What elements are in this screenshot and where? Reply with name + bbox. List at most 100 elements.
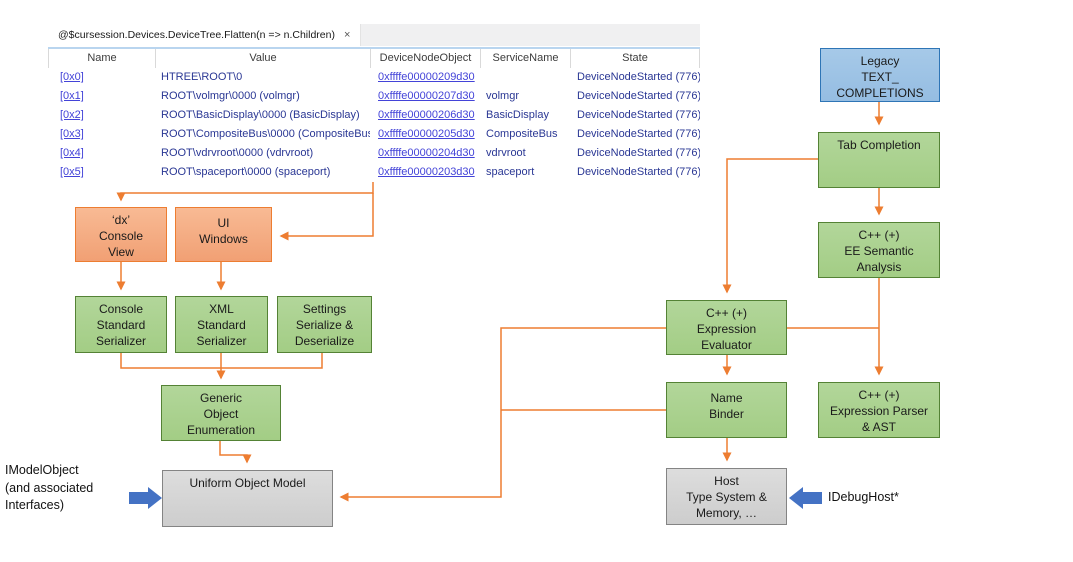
servicename-cell: volmgr xyxy=(486,90,520,102)
label-line: (and associated xyxy=(5,480,94,495)
tab-device-tree[interactable]: @$cursession.Devices.DeviceTree.Flatten(… xyxy=(48,24,362,46)
box-label: Console xyxy=(98,229,144,243)
box-expression-parser-ast: C++ (+) Expression Parser & AST xyxy=(818,382,940,438)
value-cell: ROOT\vdrvroot\0000 (vdrvroot) xyxy=(161,147,314,159)
state-cell: DeviceNodeStarted (776) xyxy=(577,90,700,102)
servicename-cell: vdrvroot xyxy=(486,147,526,159)
box-label: Standard xyxy=(197,318,246,332)
devicenode-link[interactable]: 0xffffe00000204d30 xyxy=(378,147,475,159)
name-link[interactable]: [0x0] xyxy=(60,71,84,83)
box-label: UI xyxy=(217,216,230,230)
box-label: Uniform Object Model xyxy=(189,476,306,490)
box-label: Legacy xyxy=(860,54,900,68)
box-tab-completion: Tab Completion xyxy=(818,132,940,188)
state-cell: DeviceNodeStarted (776) xyxy=(577,109,700,121)
box-legacy-text-completions: Legacy TEXT_ COMPLETIONS xyxy=(820,48,940,102)
box-label: C++ (+) xyxy=(858,388,900,402)
box-label: Evaluator xyxy=(701,338,752,352)
servicename-cell: spaceport xyxy=(486,166,535,178)
box-ui-windows: UI Windows xyxy=(175,207,272,262)
table-row: [0x3] ROOT\CompositeBus\0000 (CompositeB… xyxy=(48,125,700,144)
state-cell: DeviceNodeStarted (776) xyxy=(577,128,700,140)
box-label: Type System & xyxy=(686,490,767,504)
box-label: Binder xyxy=(709,407,744,421)
table-row: [0x5] ROOT\spaceport\0000 (spaceport) 0x… xyxy=(48,163,700,182)
state-cell: DeviceNodeStarted (776) xyxy=(577,147,700,159)
devicenode-link[interactable]: 0xffffe00000203d30 xyxy=(378,166,475,178)
tab-title: @$cursession.Devices.DeviceTree.Flatten(… xyxy=(58,29,335,41)
value-cell: HTREE\ROOT\0 xyxy=(161,71,243,83)
table-header-row: Name Value DeviceNodeObject ServiceName … xyxy=(48,47,700,68)
box-label: & AST xyxy=(861,420,896,434)
table-row: [0x4] ROOT\vdrvroot\0000 (vdrvroot) 0xff… xyxy=(48,144,700,163)
box-label: Name xyxy=(710,391,743,405)
idebughost-arrow-icon xyxy=(789,487,822,509)
box-label: ‘dx’ xyxy=(111,213,130,227)
close-icon[interactable]: × xyxy=(343,29,351,41)
box-name-binder: Name Binder xyxy=(666,382,787,438)
imodelobject-label: IModelObject (and associated Interfaces) xyxy=(5,462,93,515)
box-label: Enumeration xyxy=(186,423,256,437)
value-cell: ROOT\volmgr\0000 (volmgr) xyxy=(161,90,300,102)
box-label: Analysis xyxy=(856,260,902,274)
column-header-name[interactable]: Name xyxy=(48,49,155,68)
state-cell: DeviceNodeStarted (776) xyxy=(577,166,700,178)
device-tree-table: Name Value DeviceNodeObject ServiceName … xyxy=(48,47,700,182)
box-label: Serializer xyxy=(95,334,146,348)
column-header-state[interactable]: State xyxy=(570,49,700,68)
value-cell: ROOT\spaceport\0000 (spaceport) xyxy=(161,166,331,178)
box-label: Expression xyxy=(696,322,757,336)
box-console-standard-serializer: Console Standard Serializer xyxy=(75,296,167,353)
box-label: Tab Completion xyxy=(837,138,921,152)
column-header-servicename[interactable]: ServiceName xyxy=(480,49,570,68)
idebughost-label: IDebugHost* xyxy=(828,490,899,504)
box-uniform-object-model: Uniform Object Model xyxy=(162,470,333,527)
tab-bar: @$cursession.Devices.DeviceTree.Flatten(… xyxy=(48,24,700,46)
devicenode-link[interactable]: 0xffffe00000209d30 xyxy=(378,71,475,83)
imodelobject-arrow-icon xyxy=(129,487,162,509)
name-link[interactable]: [0x4] xyxy=(60,147,84,159)
box-label: XML xyxy=(209,302,234,316)
box-label: Standard xyxy=(96,318,146,332)
state-cell: DeviceNodeStarted (776) xyxy=(577,71,700,83)
label-line: IModelObject xyxy=(5,463,79,477)
name-link[interactable]: [0x2] xyxy=(60,109,84,121)
column-header-devicenodeobject[interactable]: DeviceNodeObject xyxy=(370,49,480,68)
label-line: Interfaces) xyxy=(5,498,65,512)
value-cell: ROOT\CompositeBus\0000 (CompositeBus) xyxy=(161,128,370,140)
box-label: Host xyxy=(714,474,739,488)
box-settings-serialize-deserialize: Settings Serialize & Deserialize xyxy=(277,296,372,353)
box-label: Expression Parser xyxy=(829,404,929,418)
box-label: Serializer xyxy=(196,334,247,348)
name-link[interactable]: [0x3] xyxy=(60,128,84,140)
devicenode-link[interactable]: 0xffffe00000205d30 xyxy=(378,128,475,140)
table-row: [0x1] ROOT\volmgr\0000 (volmgr) 0xffffe0… xyxy=(48,87,700,106)
devicenode-link[interactable]: 0xffffe00000207d30 xyxy=(378,90,475,102)
column-header-value[interactable]: Value xyxy=(155,49,370,68)
table-row: [0x0] HTREE\ROOT\0 0xffffe00000209d30 De… xyxy=(48,68,700,87)
box-label: C++ (+) xyxy=(858,228,900,242)
box-label: Memory, … xyxy=(695,506,758,520)
box-expression-evaluator: C++ (+) Expression Evaluator xyxy=(666,300,787,355)
box-dx-console-view: ‘dx’ Console View xyxy=(75,207,167,262)
box-label: Object xyxy=(203,407,239,421)
box-label: Deserialize xyxy=(294,334,355,348)
devicenode-link[interactable]: 0xffffe00000206d30 xyxy=(378,109,475,121)
box-label: Windows xyxy=(199,232,248,246)
box-label: EE Semantic xyxy=(844,244,914,258)
box-label: Serialize & xyxy=(295,318,354,332)
servicename-cell: BasicDisplay xyxy=(486,109,549,121)
box-label: View xyxy=(108,245,134,259)
tab-strip-filler xyxy=(361,24,700,46)
name-link[interactable]: [0x1] xyxy=(60,90,84,102)
box-label: Generic xyxy=(199,391,243,405)
box-label: COMPLETIONS xyxy=(836,86,924,100)
box-host-type-system: Host Type System & Memory, … xyxy=(666,468,787,525)
name-link[interactable]: [0x5] xyxy=(60,166,84,178)
value-cell: ROOT\BasicDisplay\0000 (BasicDisplay) xyxy=(161,109,360,121)
servicename-cell xyxy=(480,68,570,87)
box-ee-semantic-analysis: C++ (+) EE Semantic Analysis xyxy=(818,222,940,278)
box-label: Settings xyxy=(302,302,347,316)
box-label: C++ (+) xyxy=(705,306,747,320)
